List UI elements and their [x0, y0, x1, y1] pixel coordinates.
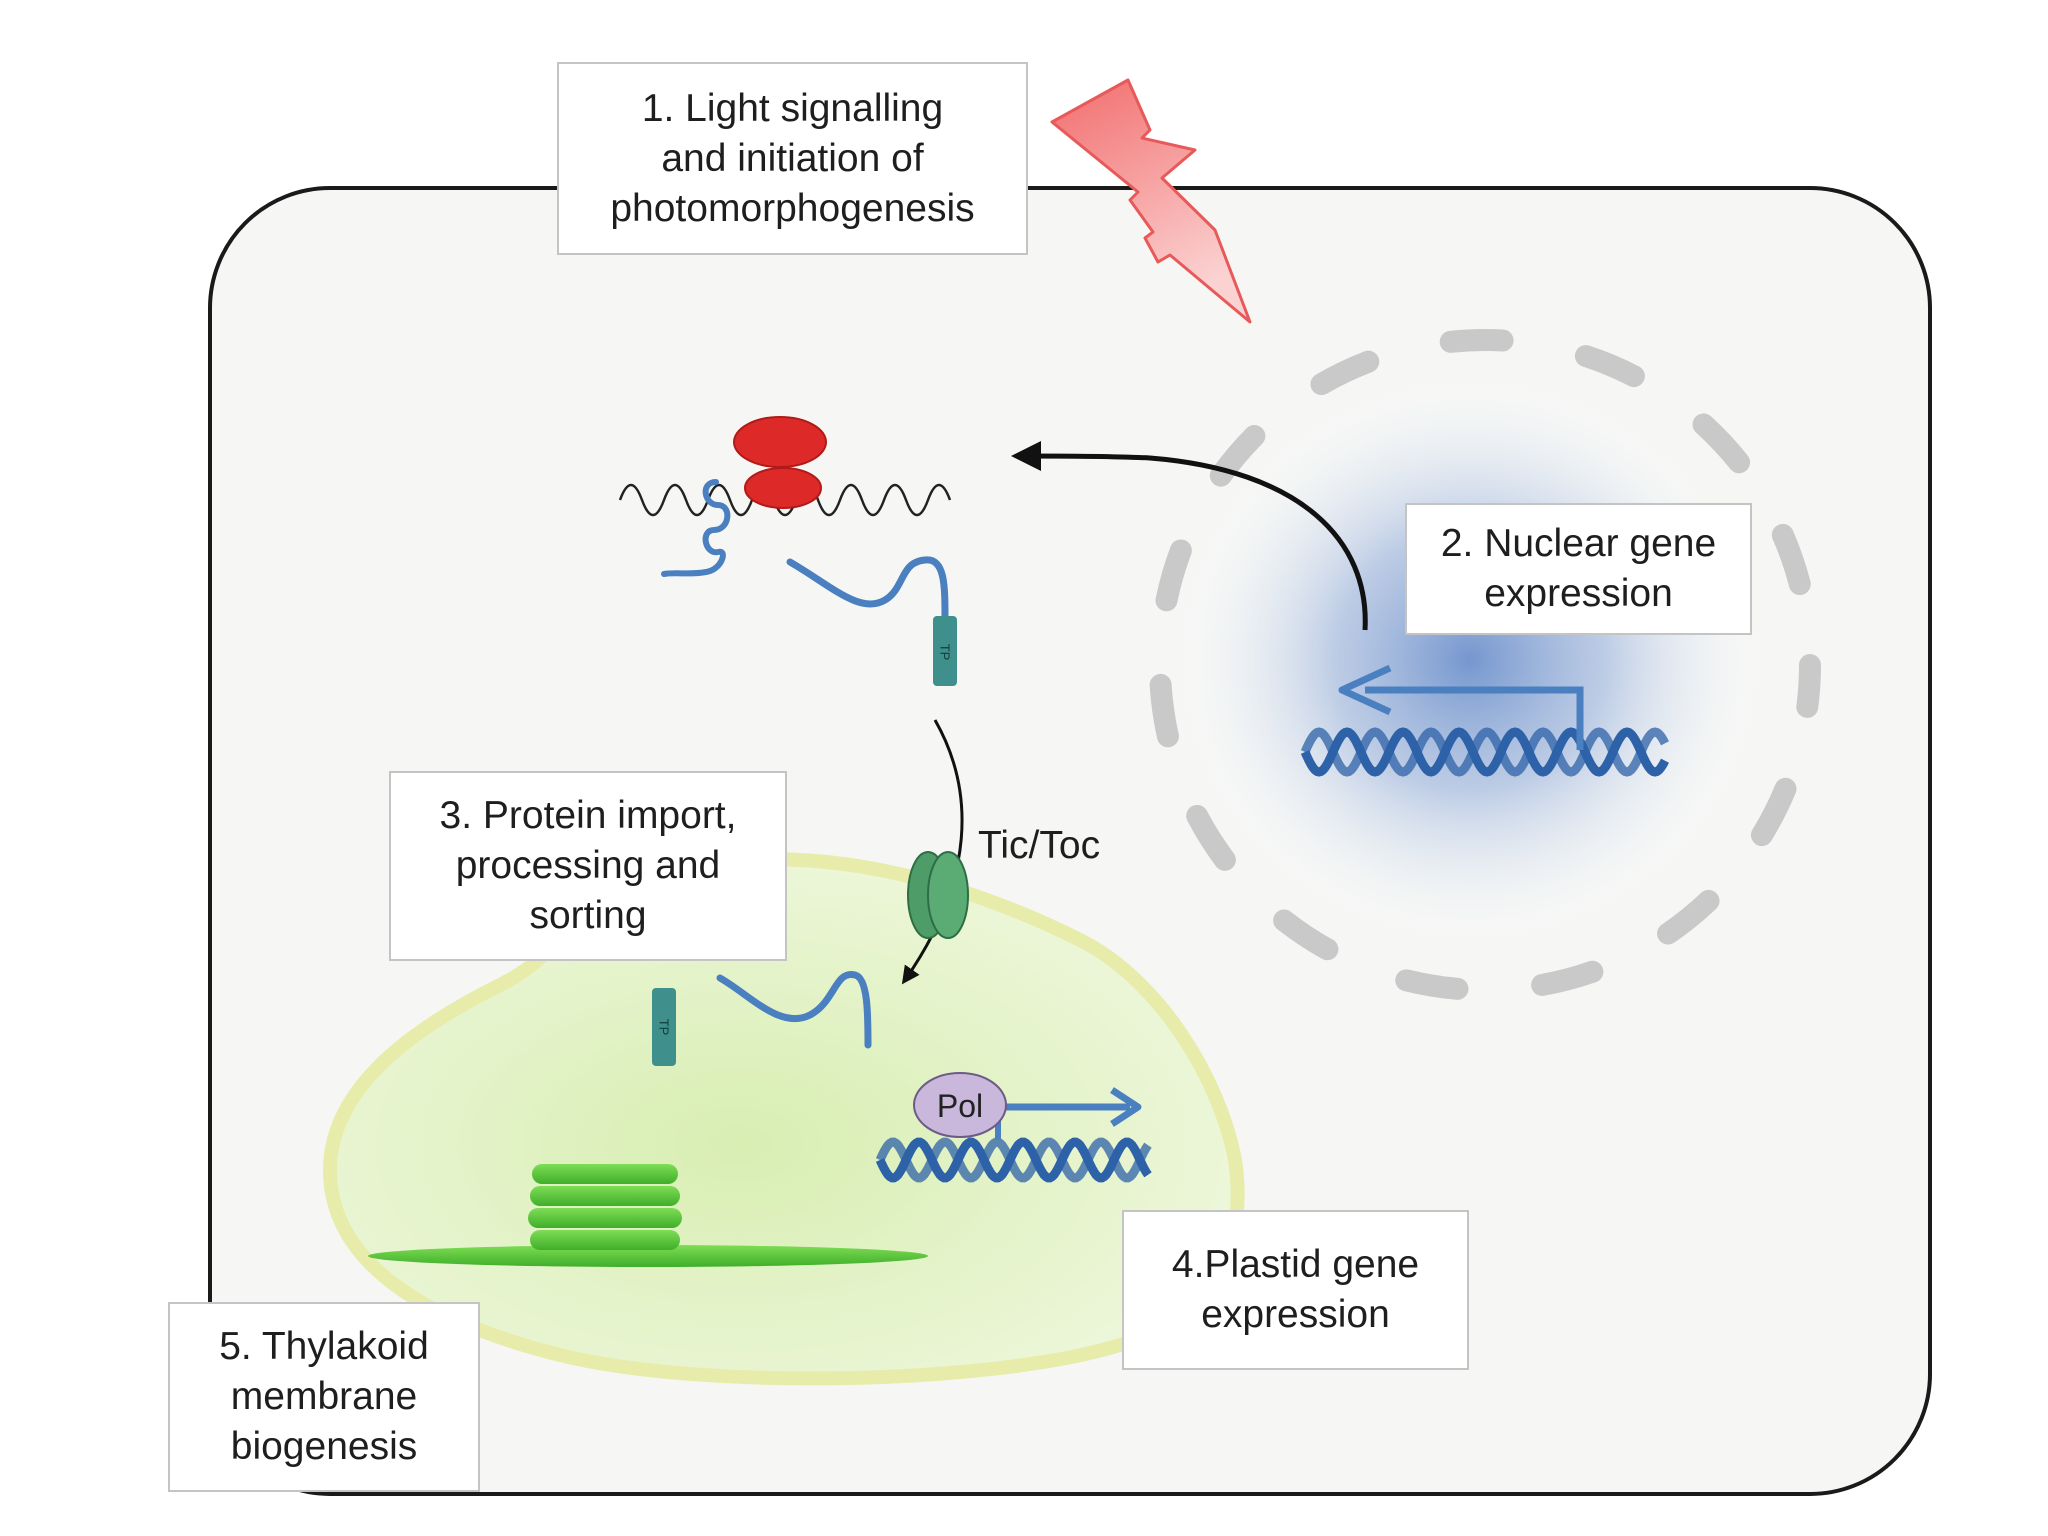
dna-strand [1300, 727, 1669, 777]
tic-toc-label: Tic/Toc [978, 824, 1100, 867]
step1-label: 1. Light signalling and initiation of ph… [557, 62, 1028, 255]
pol-label: Pol [937, 1088, 983, 1124]
svg-text:TP: TP [657, 1019, 672, 1036]
dna-helix-icon [1300, 727, 1669, 777]
svg-text:TP: TP [938, 644, 953, 661]
arrow-nucleus-to-cytosol [1011, 441, 1368, 631]
step2-label: 2. Nuclear gene expression [1405, 503, 1752, 635]
dna-strand [875, 1137, 1152, 1183]
dna-strand [1300, 727, 1669, 777]
step4-label: 4.Plastid gene expression [1122, 1210, 1469, 1370]
polymerase-icon: Pol [913, 1072, 1142, 1140]
transit-peptide-top: TP [933, 616, 957, 686]
transit-peptide-cleaved: TP [652, 988, 676, 1066]
precursor-protein [786, 556, 949, 624]
ribosome-icon [733, 416, 827, 509]
nuclear-arrowhead [1338, 664, 1392, 716]
imported-protein [716, 971, 872, 1049]
arrow-import [901, 719, 964, 985]
nuclear-glow [1170, 370, 1770, 950]
nuclear-transcription-arrow [1365, 686, 1584, 750]
nascent-peptide [661, 479, 731, 577]
lightning-bolt-icon [1050, 78, 1252, 324]
dna-strand [875, 1137, 1152, 1183]
step5-label: 5. Thylakoid membrane biogenesis [168, 1302, 480, 1492]
nuclear-envelope [1149, 329, 1821, 1001]
tic-toc-transporter-icon [907, 851, 969, 939]
mrna-strand [618, 483, 952, 517]
thylakoid-stack [368, 1164, 928, 1267]
dna-helix-icon [875, 1137, 1152, 1183]
step3-label: 3. Protein import, processing and sortin… [389, 771, 787, 961]
